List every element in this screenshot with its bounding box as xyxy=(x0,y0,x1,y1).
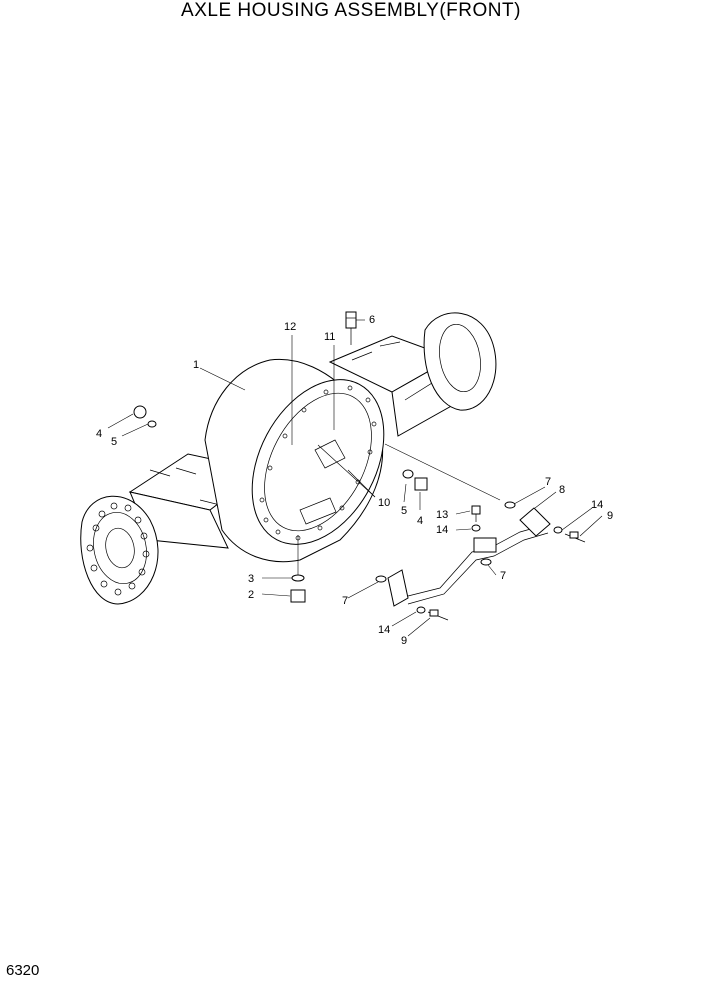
flange-bolt-holes xyxy=(86,502,150,596)
callout-9-bottom: 9 xyxy=(401,635,407,647)
callout-4-left: 4 xyxy=(96,428,102,440)
callout-1: 1 xyxy=(193,359,199,371)
pipe-assembly-8 xyxy=(375,501,586,621)
plug-4-left xyxy=(133,405,157,428)
plug-4-right xyxy=(402,469,428,491)
callout-14-bottom: 14 xyxy=(378,624,390,636)
callout-14-right: 14 xyxy=(591,499,603,511)
callout-2: 2 xyxy=(248,589,254,601)
plug-2-washer-3 xyxy=(290,574,306,603)
page-number: 6320 xyxy=(6,962,40,979)
callout-5-left: 5 xyxy=(111,436,117,448)
callout-11: 11 xyxy=(324,331,335,343)
callout-7-middle: 7 xyxy=(500,570,506,582)
callout-8: 8 xyxy=(559,484,565,496)
callout-14-middle: 14 xyxy=(436,524,448,536)
callout-3: 3 xyxy=(248,573,254,585)
callout-7-bottom: 7 xyxy=(342,595,348,607)
callout-12: 12 xyxy=(284,321,296,333)
page-title: AXLE HOUSING ASSEMBLY(FRONT) xyxy=(181,0,521,21)
leader-lines xyxy=(107,319,603,637)
axle-housing xyxy=(80,312,497,605)
bolt-13-washer-14 xyxy=(471,505,481,532)
callout-7-top: 7 xyxy=(545,476,551,488)
callout-10: 10 xyxy=(378,497,390,509)
callout-13: 13 xyxy=(436,509,448,521)
callout-5-right: 5 xyxy=(401,505,407,517)
callout-6: 6 xyxy=(369,314,375,326)
callout-9-right: 9 xyxy=(607,510,613,522)
callout-4-right: 4 xyxy=(417,515,423,527)
plug-6 xyxy=(345,311,357,345)
callout-labels: 12 11 6 1 4 5 10 5 4 7 8 13 14 14 9 7 3 … xyxy=(96,314,613,647)
